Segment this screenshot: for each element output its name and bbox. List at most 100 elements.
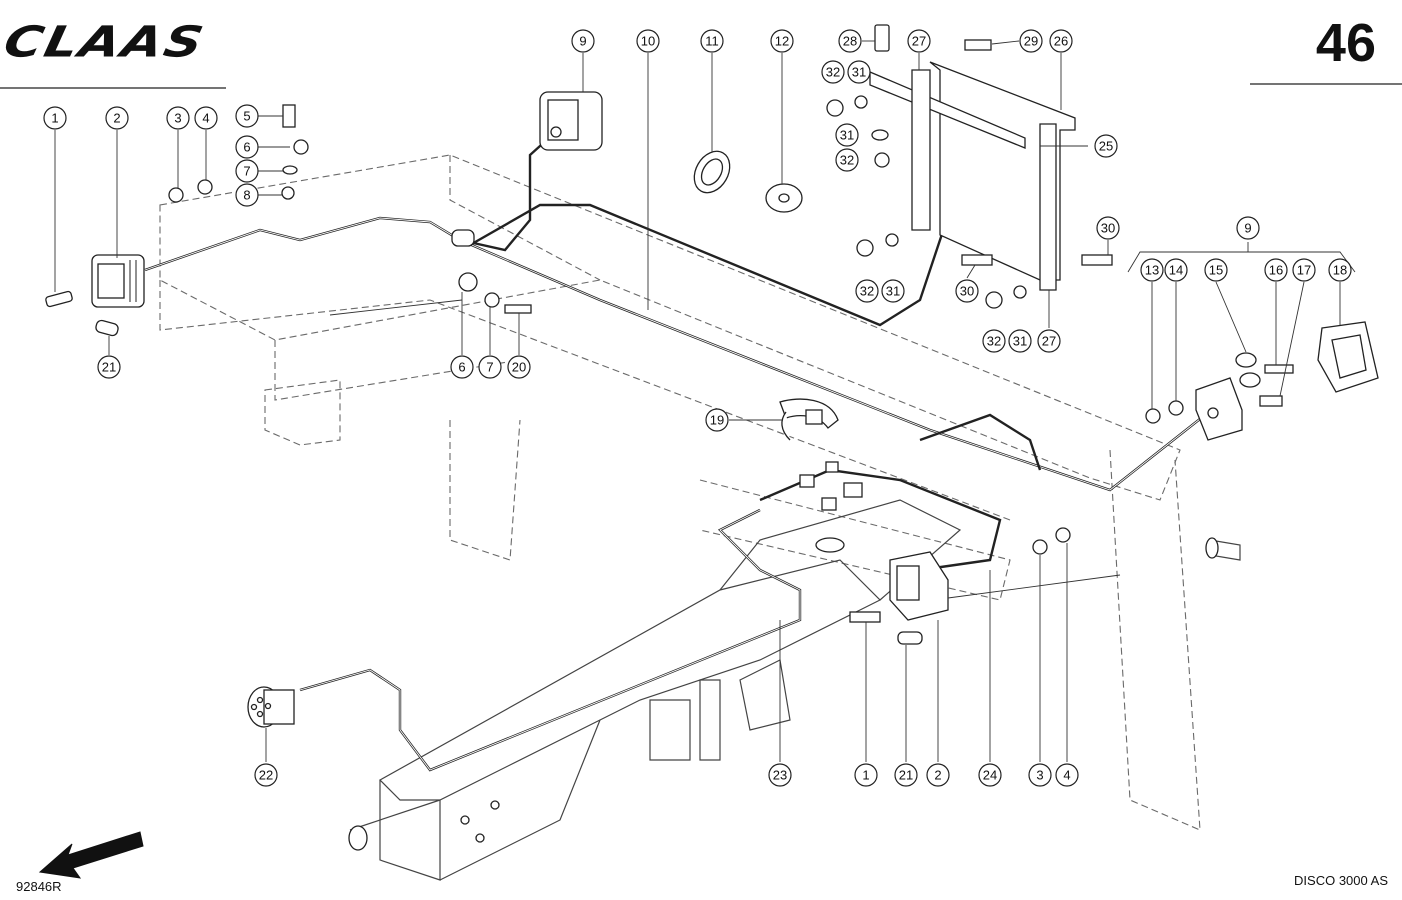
connectors [451,229,863,511]
svg-text:6: 6 [243,140,250,155]
lens-18 [1317,321,1379,393]
callout-32: 32 [821,60,845,84]
callout-21: 21 [97,355,121,379]
callout-18: 18 [1328,258,1352,282]
callout-11: 11 [700,29,724,53]
callout-26: 26 [1049,29,1073,53]
svg-text:31: 31 [1013,334,1027,349]
callout-15: 15 [1204,258,1228,282]
callout-23: 23 [768,763,792,787]
svg-text:10: 10 [641,34,655,49]
socket-plug-22 [247,686,295,728]
svg-text:17: 17 [1297,263,1311,278]
svg-text:9: 9 [579,34,586,49]
bulb-left [95,319,119,337]
bracket-plate [869,61,1076,291]
callout-8: 8 [235,183,259,207]
svg-text:13: 13 [1145,263,1159,278]
callout-21: 21 [894,763,918,787]
svg-text:30: 30 [1101,221,1115,236]
callout-2: 2 [105,106,129,130]
svg-text:29: 29 [1024,34,1038,49]
svg-text:21: 21 [102,360,116,375]
callout-7: 7 [235,159,259,183]
svg-text:25: 25 [1099,139,1113,154]
callout-28: 28 [838,29,862,53]
side-lamp-top [539,91,603,151]
svg-text:3: 3 [174,111,181,126]
callout-25: 25 [1094,134,1118,158]
callout-30: 30 [1096,216,1120,240]
screw-left [45,290,73,308]
svg-text:31: 31 [852,65,866,80]
svg-text:3: 3 [1036,768,1043,783]
small-hardware [168,24,1294,645]
callout-7: 7 [478,355,502,379]
svg-text:16: 16 [1269,263,1283,278]
grommet-11 [693,150,731,194]
callout-16: 16 [1264,258,1288,282]
svg-text:21: 21 [899,768,913,783]
drawbar [348,499,1241,881]
svg-text:27: 27 [1042,334,1056,349]
callout-31: 31 [881,279,905,303]
svg-text:27: 27 [912,34,926,49]
callout-32: 32 [855,279,879,303]
svg-text:32: 32 [860,284,874,299]
svg-text:28: 28 [843,34,857,49]
svg-text:7: 7 [243,164,250,179]
callout-6: 6 [450,355,474,379]
callout-32: 32 [982,329,1006,353]
leader-lines [54,40,1356,762]
callout-20: 20 [507,355,531,379]
svg-text:8: 8 [243,188,250,203]
callout-6: 6 [235,135,259,159]
drawing-number: 92846R [16,879,62,894]
svg-text:12: 12 [775,34,789,49]
callout-31: 31 [835,123,859,147]
callout-12: 12 [770,29,794,53]
svg-text:9: 9 [1244,221,1251,236]
svg-text:6: 6 [458,360,465,375]
svg-text:20: 20 [512,360,526,375]
svg-text:7: 7 [486,360,493,375]
callout-1: 1 [854,763,878,787]
svg-text:4: 4 [1063,768,1070,783]
callout-2: 2 [926,763,950,787]
svg-text:11: 11 [705,34,719,49]
callout-22: 22 [254,763,278,787]
callout-3: 3 [1028,763,1052,787]
svg-text:22: 22 [259,768,273,783]
svg-text:26: 26 [1054,34,1068,49]
callout-3: 3 [166,106,190,130]
svg-text:4: 4 [202,111,209,126]
callout-9: 9 [1236,216,1260,240]
rear-lamp-left [91,254,145,308]
svg-text:30: 30 [960,284,974,299]
svg-text:32: 32 [826,65,840,80]
svg-text:32: 32 [840,153,854,168]
callout-5: 5 [235,104,259,128]
callout-31: 31 [1008,329,1032,353]
callout-1: 1 [43,106,67,130]
washer-12 [765,183,803,213]
callout-19: 19 [705,408,729,432]
callout-9: 9 [571,29,595,53]
svg-text:31: 31 [840,128,854,143]
callout-32: 32 [835,148,859,172]
callout-27: 27 [907,29,931,53]
svg-text:1: 1 [862,768,869,783]
svg-text:31: 31 [886,284,900,299]
callout-24: 24 [978,763,1002,787]
svg-text:1: 1 [51,111,58,126]
callout-17: 17 [1292,258,1316,282]
svg-text:15: 15 [1209,263,1223,278]
rear-lamp-center [889,551,949,621]
callout-31: 31 [847,60,871,84]
svg-text:2: 2 [113,111,120,126]
callout-29: 29 [1019,29,1043,53]
svg-text:18: 18 [1333,263,1347,278]
arrow-down-left-icon [38,831,144,879]
callout-30: 30 [955,279,979,303]
